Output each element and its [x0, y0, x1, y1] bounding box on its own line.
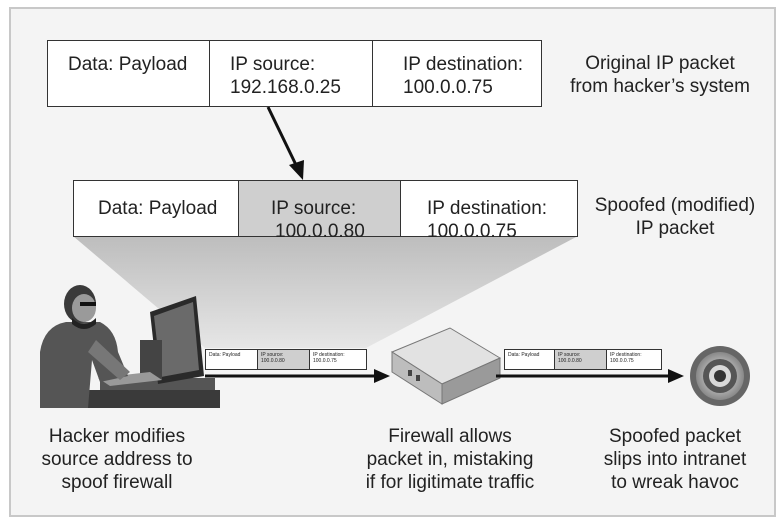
ip-destination-label: IP destination: [610, 352, 642, 358]
original-ip-packet: Data: Payload IP source: 192.168.0.25 IP… [47, 40, 542, 107]
ip-source-label: IP source: [558, 352, 581, 358]
firewall-device [390, 327, 502, 405]
small-packet-inbound: Data: Payload IP source: 100.0.0.80 IP d… [504, 349, 662, 370]
original-packet-caption: Original IP packet from hacker’s system [565, 52, 755, 98]
spoofed-ip-packet: Data: Payload IP source: 100.0.0.80 IP d… [73, 180, 578, 242]
intranet-caption-line3: to wreak havoc [611, 472, 739, 493]
payload-label: Data: Payload [209, 352, 241, 358]
ip-source-label: IP source: [230, 54, 316, 75]
hacker-caption: Hacker modifies source address to spoof … [22, 425, 212, 494]
ip-source-field: IP source: 192.168.0.25 [210, 41, 373, 106]
spoofed-caption-line2: IP packet [635, 218, 715, 239]
hacker-caption-line3: spoof firewall [61, 472, 173, 493]
ip-destination-value: 100.0.0.75 [427, 221, 517, 242]
ip-destination-label: IP destination: [403, 54, 524, 75]
hacker-to-firewall-arrow [205, 369, 390, 383]
ip-source-field: IP source: 100.0.0.80 [555, 350, 607, 369]
ip-source-value: 100.0.0.80 [275, 221, 365, 242]
ip-source-label: IP source: [261, 352, 284, 358]
payload-field: Data: Payload [74, 181, 239, 236]
ip-destination-value: 100.0.0.75 [403, 77, 493, 98]
firewall-caption-line2: packet in, mistaking [366, 449, 534, 470]
ip-source-value: 100.0.0.80 [558, 358, 582, 364]
payload-field: Data: Payload [48, 41, 210, 106]
ip-source-label: IP source: [271, 198, 357, 219]
payload-label: Data: Payload [98, 198, 218, 219]
ip-destination-field: IP destination: 100.0.0.75 [373, 41, 541, 106]
modify-arrow [266, 106, 304, 180]
ip-destination-field: IP destination: 100.0.0.75 [310, 350, 366, 369]
spoofed-packet-caption: Spoofed (modified) IP packet [590, 194, 760, 240]
original-caption-line2: from hacker’s system [570, 76, 750, 97]
payload-label: Data: Payload [508, 352, 540, 358]
intranet-target-icon [690, 346, 750, 406]
firewall-to-intranet-arrow [496, 369, 684, 383]
intranet-caption-line2: slips into intranet [603, 449, 747, 470]
ip-source-value: 192.168.0.25 [230, 77, 341, 98]
ip-destination-field: IP destination: 100.0.0.75 [401, 181, 577, 242]
firewall-caption: Firewall allows packet in, mistaking if … [350, 425, 550, 494]
hacker-illustration [40, 285, 220, 408]
firewall-caption-line1: Firewall allows [388, 426, 512, 447]
hacker-caption-line1: Hacker modifies [48, 426, 186, 447]
ip-destination-label: IP destination: [427, 198, 548, 219]
ip-destination-value: 100.0.0.75 [313, 358, 337, 364]
zoom-funnel [73, 236, 578, 348]
ip-source-field: IP source: 100.0.0.80 [239, 181, 401, 242]
spoofed-caption-line1: Spoofed (modified) [594, 195, 756, 216]
firewall-caption-line3: if for ligitimate traffic [365, 472, 535, 493]
payload-field: Data: Payload [505, 350, 555, 369]
ip-destination-label: IP destination: [313, 352, 345, 358]
ip-destination-value: 100.0.0.75 [610, 358, 634, 364]
small-packet-outbound: Data: Payload IP source: 100.0.0.80 IP d… [205, 349, 367, 370]
ip-source-field: IP source: 100.0.0.80 [258, 350, 310, 369]
intranet-caption: Spoofed packet slips into intranet to wr… [585, 425, 765, 494]
ip-destination-field: IP destination: 100.0.0.75 [607, 350, 661, 369]
payload-label: Data: Payload [68, 54, 188, 75]
original-caption-line1: Original IP packet [585, 53, 735, 74]
payload-field: Data: Payload [206, 350, 258, 369]
intranet-caption-line1: Spoofed packet [608, 426, 742, 447]
ip-source-value: 100.0.0.80 [261, 358, 285, 364]
hacker-caption-line2: source address to [41, 449, 193, 470]
